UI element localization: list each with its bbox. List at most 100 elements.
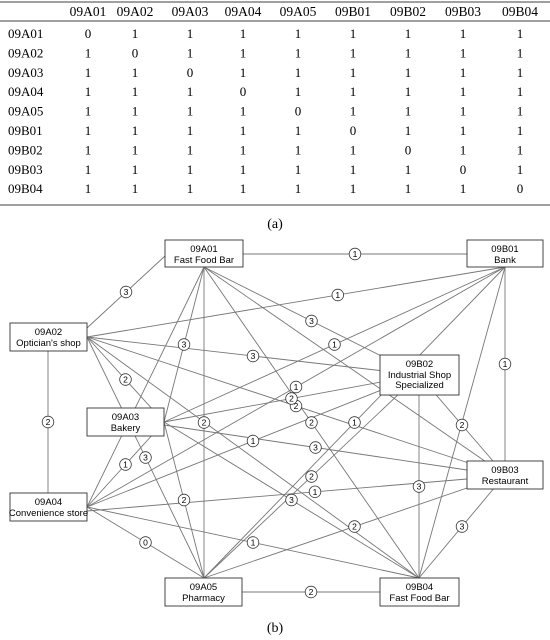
edge-label: 3 [285,493,298,507]
table-cell: 1 [350,65,357,80]
edge-label-circle [348,247,362,261]
edge-label: 1 [119,458,132,471]
table-cell: 1 [405,181,412,196]
node-box [9,322,88,352]
edge-label: 2 [177,493,191,507]
edge-label-circle [177,493,191,507]
node-box [164,239,244,268]
table-cell: 1 [517,162,524,177]
table-cell: 1 [187,181,194,196]
edge-label-circle [139,536,152,549]
table-cell: 0 [295,104,302,119]
table-cell: 1 [460,123,467,138]
table-cell: 1 [187,162,194,177]
node-code: 09B01 [491,244,518,255]
table-cell: 1 [187,123,194,138]
table-cell: 1 [295,162,302,177]
node-code: 09B03 [491,465,518,476]
table-cell: 1 [517,104,524,119]
node-code: 09A05 [190,582,217,593]
column-header: 09A02 [117,4,154,19]
edge-label: 1 [246,536,260,549]
edge-label-circle [304,585,318,599]
edge-label: 1 [289,380,303,394]
edge-label-circle [246,536,260,549]
table-cell: 1 [132,123,139,138]
edge-label: 3 [246,349,260,363]
edge-label-circle [331,288,345,302]
table-cell: 1 [405,162,412,177]
table-cell: 1 [405,123,412,138]
table-cell: 1 [405,65,412,80]
edge-weight: 3 [124,287,129,297]
edge-weight: 3 [460,522,465,532]
table-cell: 1 [295,123,302,138]
edge-label: 2 [305,470,318,483]
node-box [379,577,460,607]
table-cell: 1 [132,84,139,99]
edge-label-circle [308,485,322,499]
edge-weight: 2 [123,375,128,385]
column-header: 09B03 [445,4,481,19]
table-cell: 1 [187,45,194,60]
table-cell: 1 [350,104,357,119]
table-cell: 1 [132,65,139,80]
edge-weight: 3 [182,340,187,350]
edge-weight: 3 [251,351,256,361]
table-cell: 1 [132,104,139,119]
table-cell: 1 [460,84,467,99]
table-cell: 1 [240,181,247,196]
node-name: Convenience store [9,508,88,519]
table-cell: 1 [350,45,357,60]
edge-weight: 0 [143,538,148,548]
table-cell: 1 [517,142,524,157]
edge-weight: 2 [309,587,314,597]
table-cell: 1 [85,181,92,196]
edge-weight: 1 [313,487,318,497]
edge-label-circle [348,520,361,533]
edge-label: 2 [304,585,318,599]
row-header: 09B04 [8,181,43,196]
edge-label: 0 [139,536,152,549]
caption-b: (b) [267,621,284,636]
edge-weight: 1 [335,290,340,300]
edge-label-circle [455,418,469,432]
edge-weight: 2 [309,472,314,482]
table-cell: 1 [187,84,194,99]
table-cell: 0 [517,181,524,196]
node-name: Fast Food Bar [174,255,234,266]
edge-weight: 1 [503,359,508,369]
node-code: 09B04 [406,582,433,593]
node-code: 09A02 [35,327,62,338]
edge-weight: 2 [460,420,465,430]
edge-label: 3 [119,285,133,299]
table-cell: 1 [85,123,92,138]
row-header: 09B03 [8,162,43,177]
node-code: 09A03 [112,412,139,423]
edge-line [86,266,205,508]
edge-label-circle [41,415,55,429]
table-cell: 1 [85,104,92,119]
edge-weight: 2 [182,495,187,505]
table-cell: 1 [240,104,247,119]
table-cell: 1 [295,142,302,157]
edge-label-circle [498,357,512,371]
node-name: Pharmacy [182,593,225,604]
edge-label: 2 [455,418,469,432]
edge-label-circle [119,458,132,471]
edge-label-circle [119,373,132,386]
edge-weight: 1 [251,538,256,548]
edge-weight: 1 [294,382,299,392]
table-cell: 1 [517,26,524,41]
edge-line [86,266,506,338]
table-cell: 1 [517,84,524,99]
edge-label-circle [305,416,318,429]
table-cell: 0 [405,142,412,157]
column-header: 09B04 [502,4,538,19]
